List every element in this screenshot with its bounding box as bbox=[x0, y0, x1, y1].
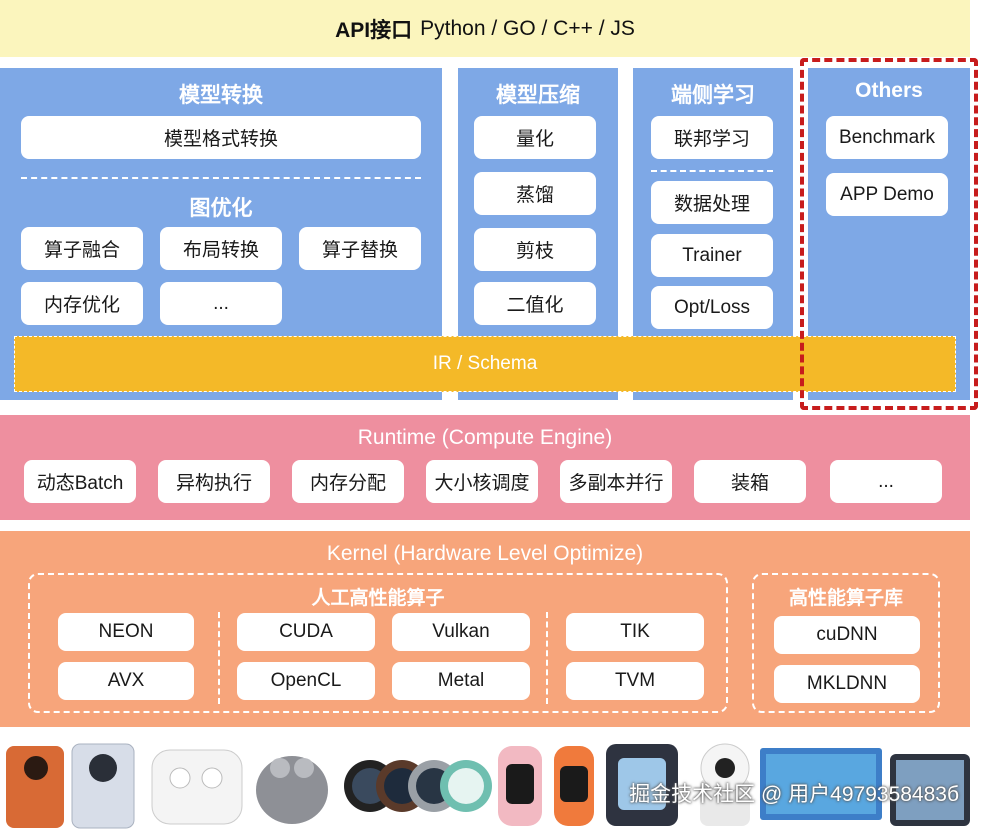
kernel-library-group bbox=[752, 573, 940, 713]
on-device-item: Trainer bbox=[651, 234, 773, 277]
compress-item: 量化 bbox=[474, 116, 596, 159]
phone-orange-icon bbox=[6, 746, 64, 828]
earbuds-case-icon bbox=[151, 749, 243, 825]
phone-silver-icon bbox=[71, 743, 135, 829]
graph-opt-item: 内存优化 bbox=[21, 282, 143, 325]
others-item: APP Demo bbox=[826, 173, 948, 216]
on-device-item: Opt/Loss bbox=[651, 286, 773, 329]
device-strip bbox=[0, 738, 981, 830]
kernel-library-title: 高性能算子库 bbox=[788, 588, 903, 609]
others-highlight-frame bbox=[800, 58, 978, 410]
compress-item: 蒸馏 bbox=[474, 172, 596, 215]
api-langs: Python / GO / C++ / JS bbox=[420, 16, 635, 40]
kernel-item: AVX bbox=[58, 662, 194, 700]
device-illustrations bbox=[6, 743, 970, 829]
kernel-item: TVM bbox=[566, 662, 704, 700]
runtime-title: Runtime (Compute Engine) bbox=[357, 426, 613, 449]
kernel-divider bbox=[546, 612, 548, 704]
runtime-item: 动态Batch bbox=[24, 460, 136, 503]
graph-opt-item: 算子融合 bbox=[21, 227, 143, 270]
watermark-text: 掘金技术社区 @ 用户4979358483б bbox=[629, 783, 959, 806]
graph-opt-title: 图优化 bbox=[189, 197, 253, 220]
graph-opt-item: 算子替换 bbox=[299, 227, 421, 270]
runtime-item: 内存分配 bbox=[292, 460, 404, 503]
runtime-item: 装箱 bbox=[694, 460, 806, 503]
on-device-item: 数据处理 bbox=[651, 181, 773, 224]
kernel-title: Kernel (Hardware Level Optimize) bbox=[326, 542, 644, 565]
runtime-item: 大小核调度 bbox=[426, 460, 538, 503]
kernel-item: Vulkan bbox=[392, 613, 530, 651]
on-device-item: 联邦学习 bbox=[651, 116, 773, 159]
others-item: Benchmark bbox=[826, 116, 948, 159]
fitness-bands-icon bbox=[498, 744, 678, 826]
camera-icon bbox=[700, 743, 750, 826]
api-bar: API接口 Python / GO / C++ / JS bbox=[0, 0, 970, 57]
others-title: Others bbox=[855, 79, 923, 102]
model-convert-divider bbox=[21, 177, 421, 179]
manual-kernel-title: 人工高性能算子 bbox=[311, 588, 445, 609]
manual-kernel-group bbox=[28, 573, 728, 713]
kernel-item: Metal bbox=[392, 662, 530, 700]
runtime-item: ... bbox=[830, 460, 942, 503]
model-format-convert-box: 模型格式转换 bbox=[21, 116, 421, 159]
kernel-lib-item: cuDNN bbox=[774, 616, 920, 654]
model-convert-title: 模型转换 bbox=[179, 84, 263, 107]
kernel-item: CUDA bbox=[237, 613, 375, 651]
kernel-item: TIK bbox=[566, 613, 704, 651]
runtime-item: 多副本并行 bbox=[560, 460, 672, 503]
compress-item: 剪枝 bbox=[474, 228, 596, 271]
earbuds-gray-icon bbox=[256, 756, 328, 824]
kernel-item: OpenCL bbox=[237, 662, 375, 700]
model-compress-title: 模型压缩 bbox=[496, 84, 580, 107]
ir-schema-bar: IR / Schema bbox=[14, 336, 956, 392]
compress-item: 二值化 bbox=[474, 282, 596, 325]
runtime-item: 异构执行 bbox=[158, 460, 270, 503]
kernel-item: NEON bbox=[58, 613, 194, 651]
on-device-divider bbox=[651, 170, 773, 172]
on-device-title: 端侧学习 bbox=[671, 84, 755, 107]
api-title: API接口 bbox=[335, 18, 413, 42]
kernel-divider bbox=[218, 612, 220, 704]
graph-opt-item: 布局转换 bbox=[160, 227, 282, 270]
watches-icon bbox=[344, 760, 492, 812]
graph-opt-item: ... bbox=[160, 282, 282, 325]
kernel-lib-item: MKLDNN bbox=[774, 665, 920, 703]
